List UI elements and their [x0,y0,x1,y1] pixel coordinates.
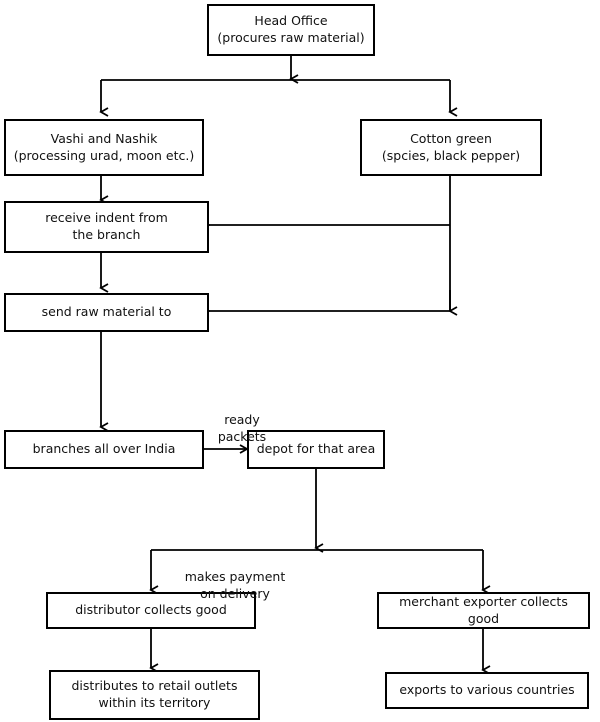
node-send-raw-material[interactable]: send raw material to [4,293,209,332]
edge-label-ready-packets-text: ready packets [217,412,267,444]
node-branches-all-over-india[interactable]: branches all over India [4,430,204,469]
node-vashi-and-nashik[interactable]: Vashi and Nashik (processing urad, moon … [4,119,204,176]
node-receive-indent-label: receive indent from the branch [45,210,168,242]
node-vashi-and-nashik-label: Vashi and Nashik (processing urad, moon … [13,130,195,163]
edge-label-ready-packets: ready packets [198,396,286,445]
node-send-raw-material-label: send raw material to [41,304,172,320]
node-distributor-collects-good[interactable]: distributor collects good [46,592,256,629]
node-head-office[interactable]: Head Office (procures raw material) [207,4,375,56]
edge-label-makes-payment: makes payment on delivery [160,553,310,602]
node-branches-all-over-india-label: branches all over India [32,441,176,457]
node-distributes-to-retail-outlets[interactable]: distributes to retail outlets within its… [49,670,260,720]
node-exports-to-various-countries-label: exports to various countries [399,682,575,698]
edge-label-makes-payment-text: makes payment on delivery [184,569,286,601]
node-cotton-green[interactable]: Cotton green (spcies, black pepper) [360,119,542,176]
node-distributes-to-retail-outlets-label: distributes to retail outlets within its… [71,678,238,710]
node-merchant-exporter-collects-good-label: merchant exporter collects good [399,593,568,626]
node-merchant-exporter-collects-good[interactable]: merchant exporter collects good [377,592,590,629]
node-head-office-label: Head Office (procures raw material) [217,13,365,45]
node-exports-to-various-countries[interactable]: exports to various countries [385,672,589,709]
node-cotton-green-label: Cotton green (spcies, black pepper) [381,130,521,163]
node-receive-indent[interactable]: receive indent from the branch [4,201,209,253]
node-distributor-collects-good-label: distributor collects good [75,602,227,618]
node-depot-for-that-area-label: depot for that area [256,441,376,457]
node-depot-for-that-area[interactable]: depot for that area [247,430,385,469]
